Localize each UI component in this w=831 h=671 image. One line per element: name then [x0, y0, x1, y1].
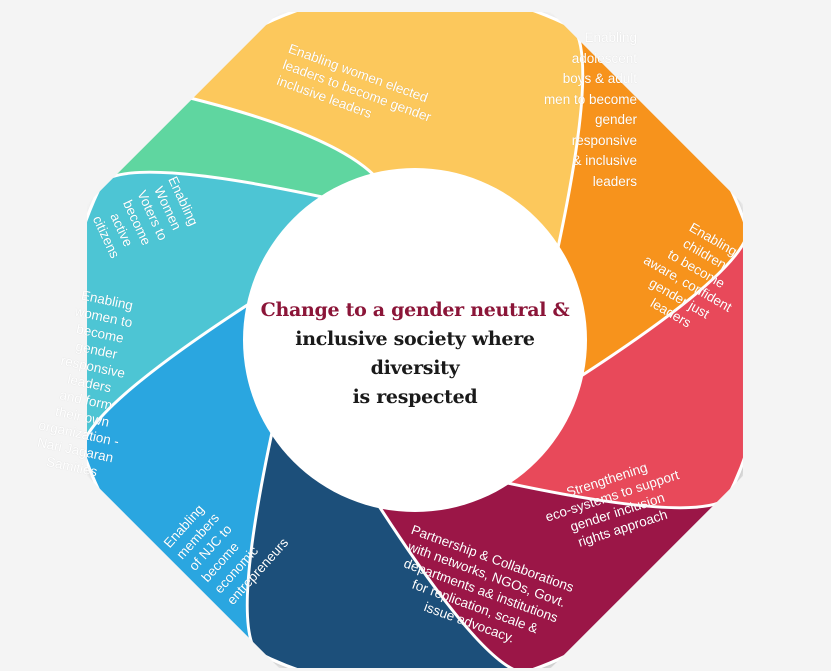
center-line-3: is respected [352, 386, 478, 408]
label-adolescent-boys: Enabling adolescent boys & adult men to … [543, 30, 637, 189]
center-statement: Change to a gender neutral & inclusive s… [250, 296, 580, 412]
center-line-2: inclusive society where diversity [295, 328, 535, 379]
center-circle [243, 168, 587, 512]
center-line-1: Change to a gender neutral & [260, 299, 570, 321]
segment-women-leaders [164, 12, 585, 260]
